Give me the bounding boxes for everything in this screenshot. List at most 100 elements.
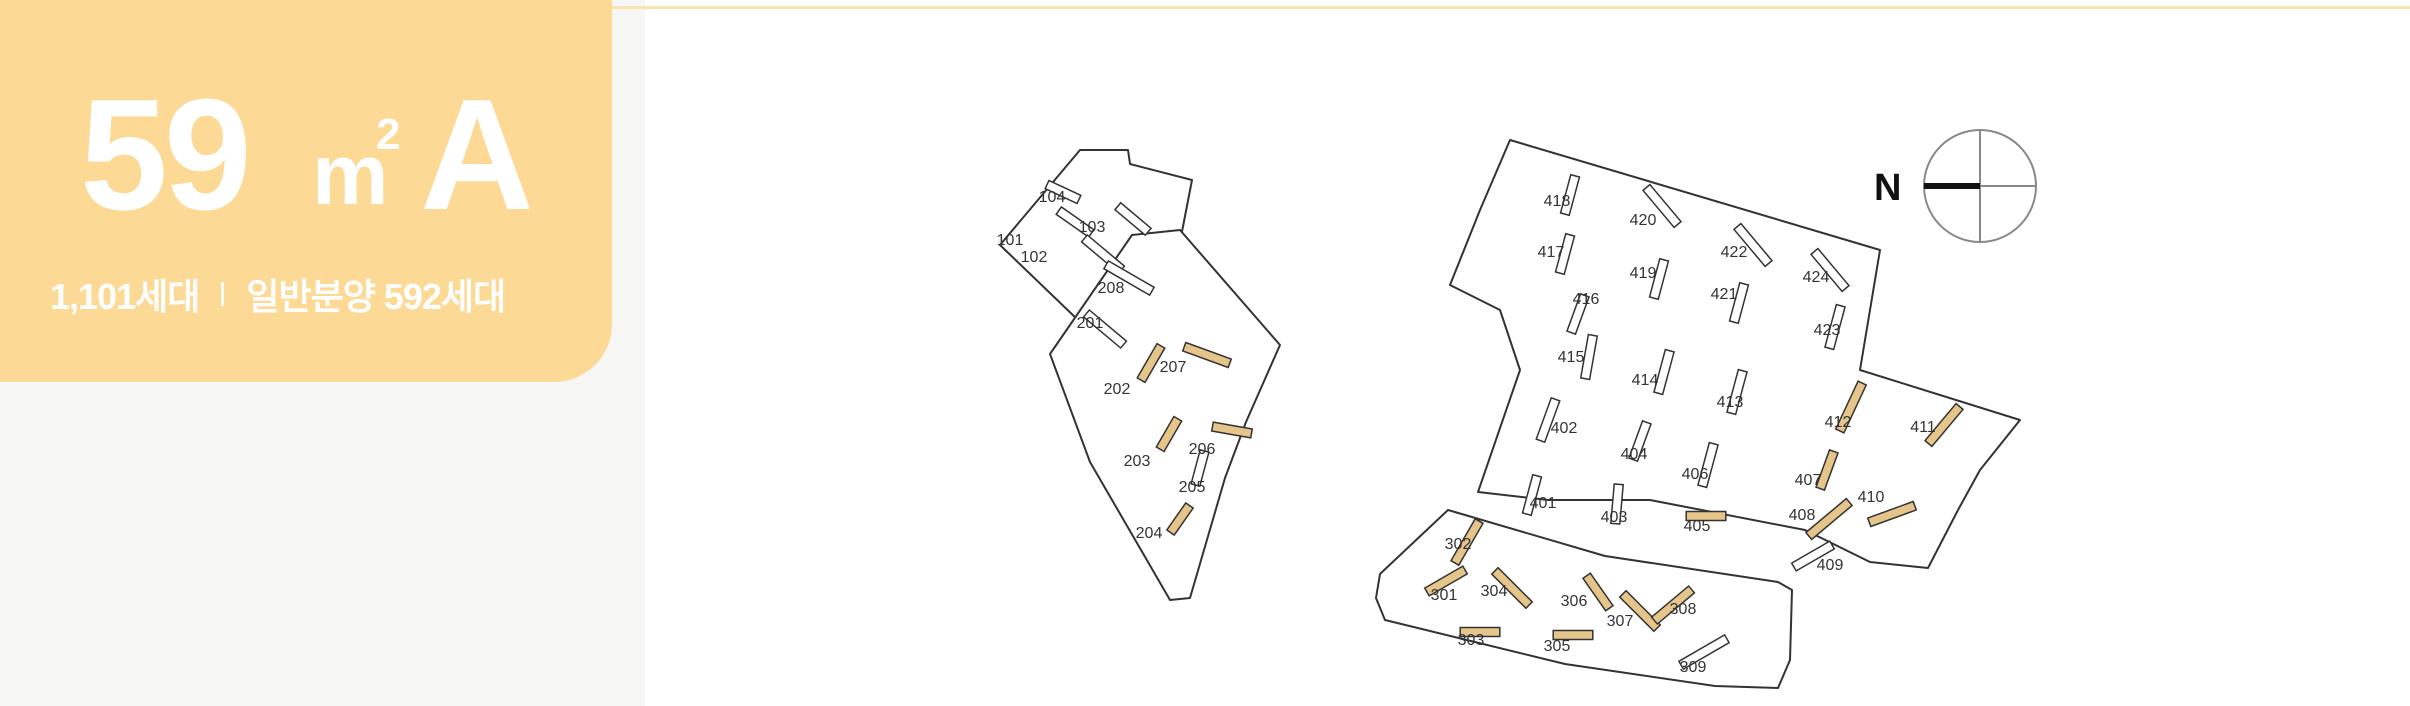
- building-footprint: [1728, 281, 1750, 325]
- building-306[interactable]: 306: [1561, 572, 1615, 612]
- building-403[interactable]: 403: [1601, 483, 1628, 526]
- building-footprint: [1618, 589, 1662, 633]
- size-unit-superscript: 2: [376, 110, 401, 159]
- general-sale-households: 일반분양 592세대: [246, 276, 506, 317]
- type-letter: A: [420, 67, 535, 243]
- building-202[interactable]: 202: [1104, 342, 1166, 398]
- building-label: 419: [1630, 265, 1657, 282]
- building-419[interactable]: 419: [1630, 257, 1670, 301]
- building-101[interactable]: 101: [997, 205, 1095, 249]
- top-divider: [612, 6, 2410, 9]
- building-footprint: [1102, 259, 1156, 297]
- building-410[interactable]: 410: [1858, 489, 1918, 528]
- building-304[interactable]: 304: [1481, 566, 1534, 610]
- building-footprint: [1566, 292, 1590, 336]
- size-number: 59: [80, 67, 252, 243]
- building-206[interactable]: 206: [1189, 421, 1254, 458]
- building-footprint: [1190, 448, 1210, 488]
- building-footprint: [1449, 517, 1485, 567]
- building-label: 307: [1607, 613, 1634, 630]
- building-404[interactable]: 404: [1621, 419, 1652, 463]
- compass-rose: N: [1874, 129, 2037, 243]
- building-label: 417: [1538, 244, 1565, 261]
- building-footprint: [1834, 380, 1868, 434]
- building-label: 205: [1179, 479, 1206, 496]
- building-footprint: [1685, 510, 1727, 522]
- building-label: 423: [1814, 322, 1841, 339]
- building-407[interactable]: 407: [1795, 448, 1839, 492]
- building-label: 302: [1445, 536, 1472, 553]
- building-423[interactable]: 423: [1814, 303, 1846, 351]
- building-label: 412: [1825, 414, 1852, 431]
- building-406[interactable]: 406: [1682, 441, 1719, 489]
- building-412[interactable]: 412: [1825, 380, 1868, 434]
- building-footprint: [1490, 566, 1534, 610]
- building-footprint: [1726, 368, 1748, 416]
- building-label: 206: [1189, 441, 1216, 458]
- building-footprint: [1554, 232, 1576, 276]
- building-402[interactable]: 402: [1535, 396, 1577, 444]
- building-footprint: [1579, 333, 1599, 381]
- building-label: 102: [1021, 249, 1048, 266]
- building-footprint: [1136, 342, 1166, 384]
- building-footprint: [1641, 183, 1683, 229]
- building-418[interactable]: 418: [1544, 173, 1581, 217]
- building-201[interactable]: 201: [1077, 308, 1128, 350]
- building-417[interactable]: 417: [1538, 232, 1576, 276]
- building-label: 403: [1601, 509, 1628, 526]
- building-label: 409: [1817, 557, 1844, 574]
- building-footprint: [1155, 415, 1183, 453]
- building-413[interactable]: 413: [1717, 368, 1748, 416]
- building-414[interactable]: 414: [1632, 348, 1675, 396]
- building-label: 413: [1717, 394, 1744, 411]
- building-401[interactable]: 401: [1521, 473, 1557, 517]
- building-420[interactable]: 420: [1630, 183, 1683, 229]
- building-203[interactable]: 203: [1124, 415, 1183, 470]
- building-label: 306: [1561, 593, 1588, 610]
- building-207[interactable]: 207: [1160, 341, 1233, 376]
- building-411[interactable]: 411: [1910, 402, 1965, 448]
- building-label: 101: [997, 232, 1024, 249]
- building-416[interactable]: 416: [1566, 291, 1599, 336]
- building-303[interactable]: 303: [1458, 626, 1501, 650]
- building-408[interactable]: 408: [1789, 497, 1854, 541]
- building-label: 309: [1680, 659, 1707, 676]
- block-300: [1375, 509, 1793, 689]
- building-208[interactable]: 208: [1098, 259, 1156, 297]
- building-421[interactable]: 421: [1711, 281, 1750, 325]
- building-label: 407: [1795, 472, 1822, 489]
- building-415[interactable]: 415: [1558, 333, 1599, 381]
- building-103[interactable]: 103: [1079, 201, 1153, 237]
- building-422[interactable]: 422: [1721, 222, 1774, 268]
- building-204[interactable]: 204: [1136, 501, 1195, 542]
- building-305[interactable]: 305: [1544, 629, 1594, 656]
- building-label: 103: [1079, 219, 1106, 236]
- building-label: 401: [1530, 495, 1557, 512]
- building-label: 308: [1670, 601, 1697, 618]
- building-301[interactable]: 301: [1423, 565, 1469, 604]
- building-302[interactable]: 302: [1445, 517, 1485, 567]
- building-footprint: [1790, 540, 1836, 572]
- building-label: 203: [1124, 453, 1151, 470]
- building-308[interactable]: 308: [1650, 584, 1697, 626]
- building-309[interactable]: 309: [1677, 633, 1731, 676]
- total-households: 1,101세대: [50, 276, 200, 317]
- building-307[interactable]: 307: [1607, 589, 1662, 633]
- building-205[interactable]: 205: [1179, 448, 1210, 496]
- building-label: 202: [1104, 381, 1131, 398]
- building-label: 303: [1458, 632, 1485, 649]
- building-footprint: [1804, 497, 1854, 541]
- building-label: 404: [1621, 446, 1648, 463]
- building-label: 424: [1803, 269, 1830, 286]
- building-footprint: [1552, 629, 1594, 641]
- building-104[interactable]: 104: [1039, 179, 1082, 206]
- site-blocks: [999, 139, 2021, 689]
- building-409[interactable]: 409: [1790, 540, 1844, 574]
- building-424[interactable]: 424: [1803, 247, 1851, 293]
- block-200: [1049, 229, 1281, 601]
- building-footprint: [1210, 421, 1254, 439]
- building-405[interactable]: 405: [1684, 510, 1727, 536]
- building-footprint: [1055, 205, 1095, 239]
- building-label: 204: [1136, 525, 1163, 542]
